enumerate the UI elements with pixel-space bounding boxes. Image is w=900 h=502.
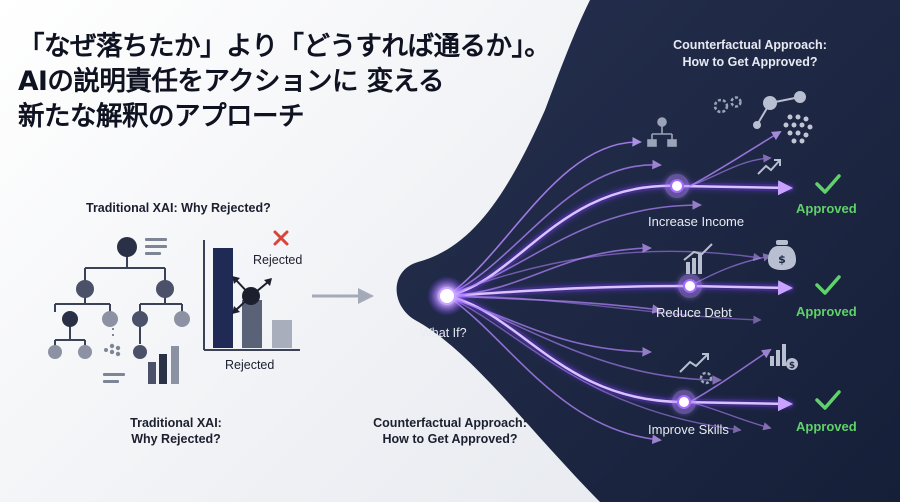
rejection-bar-chart [203,240,300,351]
bar-growth-icon [683,243,713,274]
counterfactual-caption-line-2: How to Get Approved? [382,432,518,447]
transition-arrow [312,288,374,304]
path-label-improve-skills: Improve Skills [648,422,729,437]
headline-line-2: AIの説明責任をアクションに 変える [18,65,444,97]
headline: 「なぜ落ちたか」より「どうすれば通るか」。 AIの説明責任をアクションに 変える… [18,30,578,135]
trend-up-icon-bottom [679,353,709,373]
graph-link-icon [753,91,806,129]
counterfactual-header-line-1: Counterfactual Approach: [673,38,827,52]
traditional-caption: Traditional XAI: Why Rejected? [116,415,236,448]
counterfactual-streams [443,131,794,445]
origin-node [427,276,467,316]
gear-icons [713,96,742,114]
tree-nodes [48,237,190,359]
approved-check-icons [815,174,841,410]
trend-up-icon-top [757,159,781,175]
bar-dollar-icon: $ [770,344,798,371]
dot-cluster-icon [783,114,813,144]
approved-label-1: Approved [796,201,857,216]
rejected-label-bottom: Rejected [225,358,275,372]
counterfactual-header-line-2: How to Get Approved? [682,54,818,69]
counterfactual-caption: Counterfactual Approach: How to Get Appr… [360,415,540,448]
traditional-caption-line-2: Why Rejected? [131,432,221,447]
path-label-reduce-debt: Reduce Debt [656,305,732,320]
path-label-increase-income: Increase Income [648,214,745,229]
counterfactual-header: Counterfactual Approach: How to Get Appr… [650,37,850,71]
rejected-label-top: Rejected [253,253,303,267]
approved-label-2: Approved [796,304,857,319]
gear-icon-bottom [699,371,713,385]
decision-tree-diagram [54,248,183,346]
approved-label-3: Approved [796,419,857,434]
svg-text:$: $ [789,361,795,371]
money-bag-icon: $ [768,240,796,270]
counterfactual-caption-line-1: Counterfactual Approach: [373,416,527,430]
svg-text:$: $ [778,253,786,266]
what-if-label: What If? [420,326,467,340]
reject-x-icon [273,230,289,246]
network-icon [647,117,677,147]
tree-decorations [103,238,179,384]
path-nodes [665,174,702,414]
headline-line-3: 新たな解釈のアプローチ [18,100,305,132]
headline-line-1: 「なぜ落ちたか」より「どうすれば通るか」。 [18,31,551,62]
traditional-caption-line-1: Traditional XAI: [130,416,222,430]
traditional-header: Traditional XAI: Why Rejected? [86,201,271,215]
